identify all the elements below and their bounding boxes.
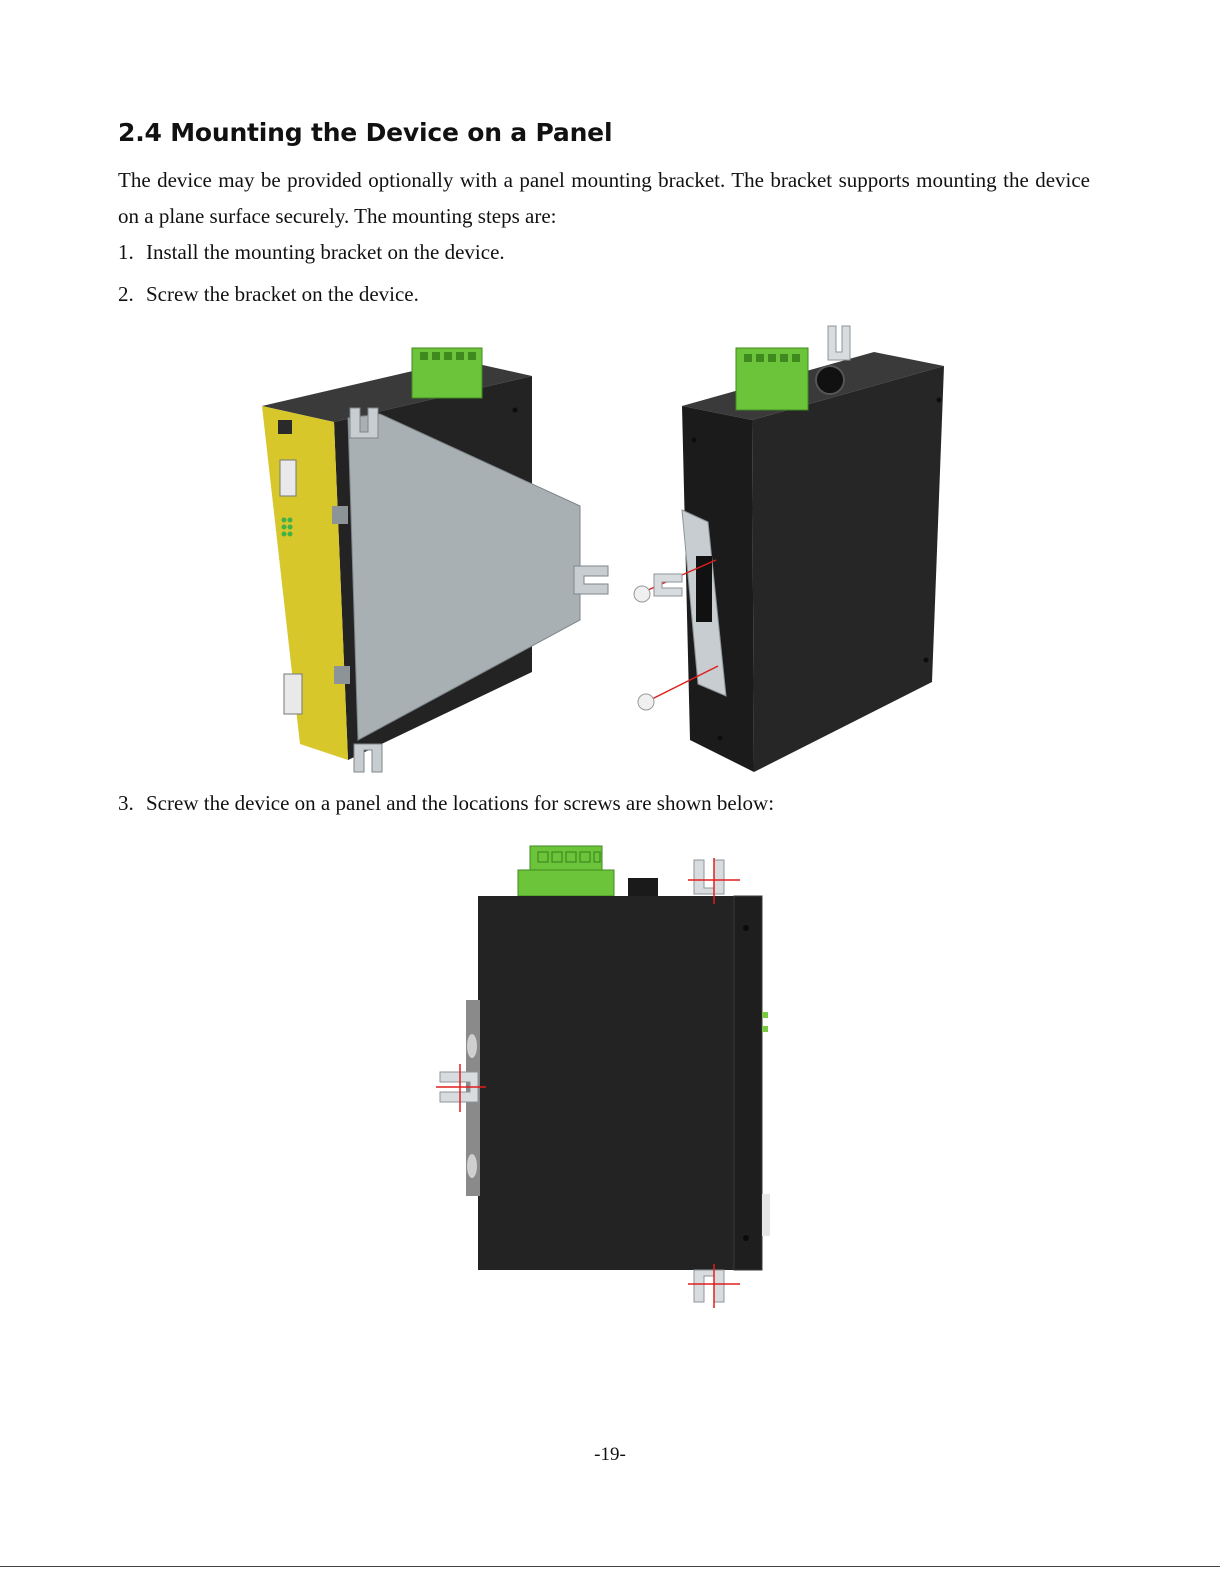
rail-clip-screw xyxy=(467,1034,477,1058)
bracket-tab xyxy=(693,1269,725,1303)
bracket-slot xyxy=(696,556,712,622)
device-front-edge xyxy=(733,895,763,1271)
step-number: 1. xyxy=(118,240,134,264)
panel-screw-locations-figure xyxy=(436,845,770,1308)
terminal-screws xyxy=(744,354,800,362)
bracket-install-figure xyxy=(262,325,944,773)
terminal-screws xyxy=(420,352,476,360)
power-jack xyxy=(815,365,845,395)
bracket-tab xyxy=(349,407,379,439)
step-text: Screw the device on a panel and the loca… xyxy=(146,791,775,815)
rail-clip-screw xyxy=(467,1154,477,1178)
step-1: 1. Install the mounting bracket on the de… xyxy=(118,238,505,266)
port-icon xyxy=(279,459,297,497)
screw-location-markers xyxy=(436,858,740,1308)
bracket-tab xyxy=(827,325,851,361)
screw-icon xyxy=(637,693,655,711)
step-text: Screw the bracket on the device. xyxy=(146,282,419,306)
intro-paragraph: The device may be provided optionally wi… xyxy=(118,168,1090,228)
page-number: -19- xyxy=(594,1444,626,1465)
rail-clip xyxy=(332,506,348,524)
bracket-tab xyxy=(353,743,383,773)
step-2: 2. Screw the bracket on the device. xyxy=(118,280,419,308)
rail-clip xyxy=(334,666,350,684)
step-number: 2. xyxy=(118,282,134,306)
bracket-tab xyxy=(653,573,683,597)
device-body xyxy=(478,896,734,1270)
led-indicators xyxy=(762,1012,768,1032)
terminal-block-base xyxy=(517,869,615,897)
device-side xyxy=(752,366,944,772)
front-screw-holes xyxy=(743,925,749,1241)
screw-icon xyxy=(633,585,651,603)
terminal-screws xyxy=(537,851,601,863)
power-jack xyxy=(628,878,658,896)
front-panel xyxy=(262,406,348,760)
port-icon xyxy=(283,673,303,715)
port-icon xyxy=(762,1194,770,1236)
bracket-tab xyxy=(693,859,725,895)
bracket-tab xyxy=(439,1071,479,1103)
bracket-tab xyxy=(573,565,609,595)
screw-guide-line xyxy=(649,665,719,701)
body-screw-holes xyxy=(512,397,942,741)
section-heading: 2.4 Mounting the Device on a Panel xyxy=(118,118,613,147)
logo-mark xyxy=(278,420,292,434)
led-indicators xyxy=(281,517,293,537)
step-text: Install the mounting bracket on the devi… xyxy=(146,240,505,264)
step-number: 3. xyxy=(118,791,134,815)
step-3: 3. Screw the device on a panel and the lo… xyxy=(118,789,774,817)
page-bottom-rule xyxy=(0,1566,1220,1567)
